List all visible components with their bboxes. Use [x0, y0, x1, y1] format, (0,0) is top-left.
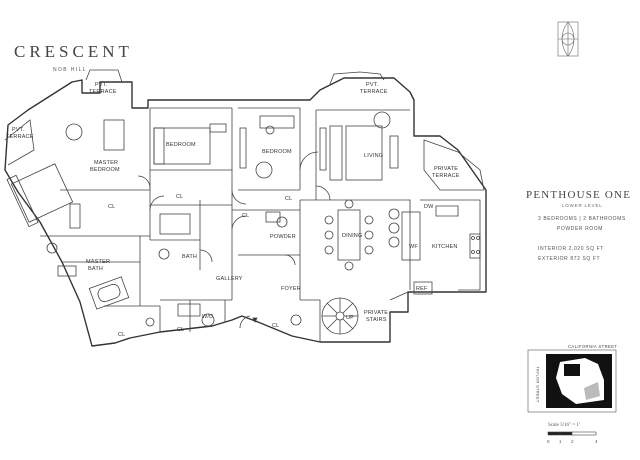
key-map [527, 349, 617, 413]
label-private-stairs-2: STAIRS [366, 317, 387, 323]
label-cl-g: CL [272, 323, 279, 329]
kitchen-island [401, 211, 421, 261]
label-cl-f: CL [177, 327, 184, 333]
label-cl-e: CL [118, 332, 125, 338]
label-pvt-terrace-top-right-1: PVT. [366, 82, 379, 88]
spec-interior: INTERIOR 2,020 SQ FT [538, 246, 604, 252]
label-gallery: GALLERY [216, 276, 243, 282]
label-master-bath-2: BATH [88, 266, 103, 272]
label-pvt-terrace-left-1: PVT. [12, 127, 25, 133]
label-pvt-terrace-top-left-1: PVT. [95, 82, 108, 88]
label-ref: REF [416, 286, 428, 292]
keymap-street-side: TAYLOR STREET [535, 366, 541, 403]
label-pvt-terrace-top-left-2: TERRACE [89, 89, 117, 95]
keymap-street-top: CALIFORNIA STREET [568, 344, 618, 349]
scale-tick-1: 1 [559, 439, 562, 444]
spec-rooms: 3 BEDROOMS | 2 BATHROOMS [538, 216, 626, 222]
label-cl-a: CL [108, 204, 115, 210]
label-wd: W/D [202, 314, 213, 320]
plan-outline [4, 77, 487, 347]
label-private-terrace-1: PRIVATE [434, 166, 458, 172]
spec-powder: POWDER ROOM [557, 226, 604, 232]
label-bedroom-2: BEDROOM [262, 149, 292, 155]
spec-exterior: EXTERIOR 872 SQ FT [538, 256, 601, 262]
living-sofa [329, 125, 343, 181]
label-master-bedroom-1: MASTER [94, 160, 118, 166]
label-up: UP [346, 315, 354, 321]
label-pvt-terrace-top-right-2: TERRACE [360, 89, 388, 95]
label-private-stairs-1: PRIVATE [364, 310, 388, 316]
brand-subtitle: NOB HILL [53, 67, 87, 73]
label-bath: BATH [182, 254, 197, 260]
unit-title: PENTHOUSE ONE [526, 189, 632, 201]
terrace-outlines [4, 69, 485, 191]
label-foyer: FOYER [281, 286, 301, 292]
label-living: LIVING [364, 153, 383, 159]
master-bed [10, 163, 74, 223]
label-master-bath-1: MASTER [86, 259, 110, 265]
label-pvt-terrace-left-2: TERRACE [6, 134, 34, 140]
label-private-terrace-2: TERRACE [432, 173, 460, 179]
master-tub [88, 276, 130, 310]
label-cl-c: CL [285, 196, 292, 202]
label-bedroom-1: BEDROOM [166, 142, 196, 148]
brand-name: CRESCENT [14, 42, 133, 61]
scale-label: Scale 3/16" = 1' [548, 423, 580, 428]
scale-tick-2: 2 [571, 439, 574, 444]
scale-bar [547, 431, 597, 436]
entry-arrow [252, 317, 258, 323]
label-powder: POWDER [270, 234, 296, 240]
label-master-bedroom-2: BEDROOM [90, 167, 120, 173]
label-wf: WF [409, 244, 418, 250]
crescent-logo-mark [557, 21, 579, 57]
door-swings [137, 151, 331, 329]
label-dw: DW [424, 204, 434, 210]
label-cl-d: CL [242, 213, 249, 219]
label-cl-b: CL [176, 194, 183, 200]
label-dining: DINING [342, 233, 362, 239]
scale-tick-0: 0 [547, 439, 550, 444]
interior-walls [40, 107, 411, 342]
dining-table [337, 209, 361, 261]
unit-level: LOWER LEVEL [562, 203, 603, 208]
label-kitchen: KITCHEN [432, 244, 458, 250]
scale-tick-4: 4 [595, 439, 598, 444]
